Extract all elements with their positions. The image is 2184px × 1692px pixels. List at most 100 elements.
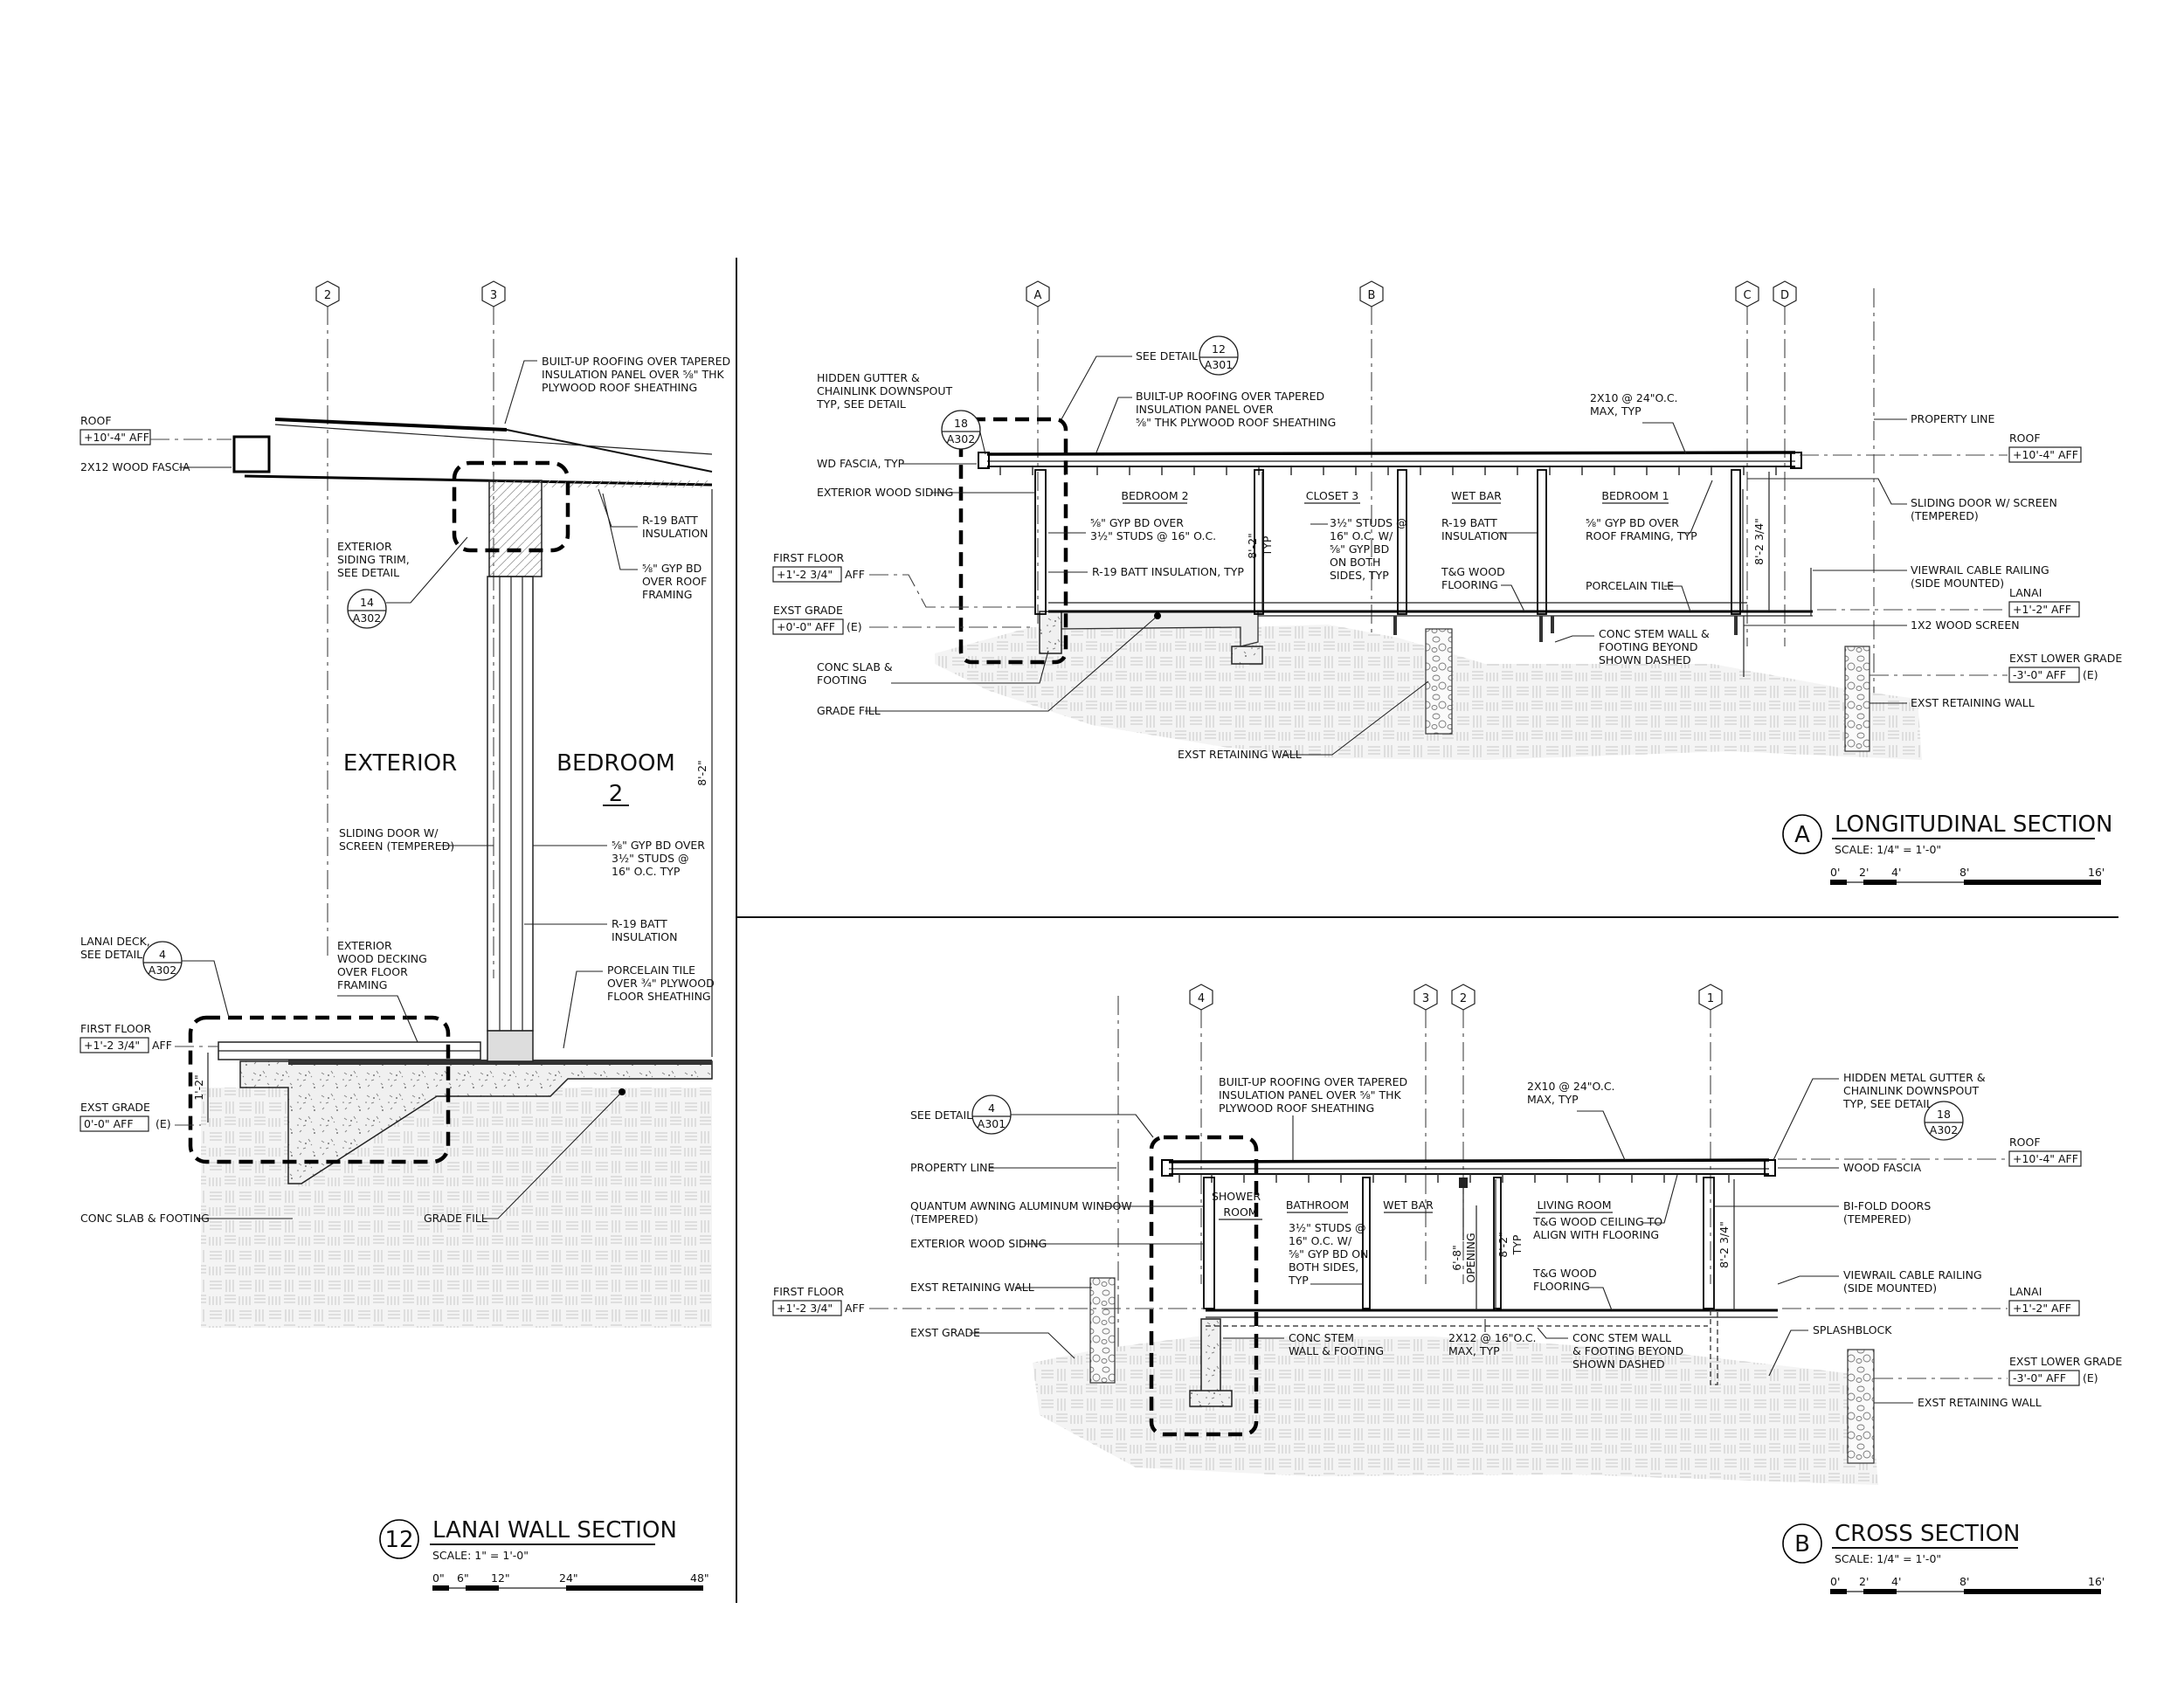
dim-1-2: 1'-2" [192,1074,205,1101]
svg-text:18: 18 [1937,1108,1951,1121]
note-exst-grade: EXST GRADE [910,1326,1075,1359]
svg-text:12: 12 [1212,342,1226,356]
svg-text:18: 18 [954,417,968,430]
svg-text:2': 2' [1859,1575,1869,1588]
level-exst-grade: EXST GRADE 0'-0" AFF (E) [79,1101,201,1132]
grid-bubble-label: 3 [1422,992,1429,1005]
level-name: FIRST FLOOR [80,1022,151,1035]
note-viewrail-cable-railing: VIEWRAIL CABLE RAILING(SIDE MOUNTED) [1777,1268,1982,1295]
room-label: SHOWER [1212,1190,1261,1203]
note-2x12-joists: 2X12 @ 16"O.C.MAX, TYP [1448,1319,1537,1357]
svg-text:FIRST FLOOR: FIRST FLOOR [773,1285,844,1298]
room-label: BEDROOM 2 [1121,489,1188,502]
svg-text:SEE DETAIL: SEE DETAIL [910,1108,972,1122]
title-scale: SCALE: 1" = 1'-0" [432,1549,529,1562]
level-value: +10'-4" AFF [84,431,149,444]
svg-text:LANAI: LANAI [2009,586,2042,599]
svg-text:A302: A302 [149,963,176,977]
svg-text:12: 12 [384,1527,413,1553]
note-grade-fill: GRADE FILL [817,612,1161,717]
svg-text:+10'-4" AFF: +10'-4" AFF [2013,448,2078,461]
note-splashblock: SPLASHBLOCK [1768,1323,1892,1377]
cross-walls [1203,1177,1715,1309]
svg-text:PROPERTY LINE: PROPERTY LINE [910,1161,995,1174]
svg-text:EXST GRADE: EXST GRADE [910,1326,980,1339]
note-r19-batt-typ: R-19 BATT INSULATION, TYP [1048,565,1244,578]
svg-text:SLIDING DOOR W/SCREEN (TEMPERE: SLIDING DOOR W/SCREEN (TEMPERED) [339,826,454,853]
detail-ref-12[interactable] [1199,335,1239,376]
grid-line-c: C [1735,280,1759,646]
retaining-wall [1425,628,1453,735]
retaining-wall-left [1089,1277,1116,1384]
detail-ref-18[interactable] [941,410,981,450]
svg-text:(E): (E) [2083,1371,2098,1385]
level-suffix: AFF [152,1039,172,1052]
note-2x10-joists: 2X10 @ 24"O.C.MAX, TYP [1527,1080,1626,1161]
svg-text:A302: A302 [1930,1123,1958,1136]
svg-text:SLIDING DOOR W/ SCREEN(TEMPERE: SLIDING DOOR W/ SCREEN(TEMPERED) [1911,496,2057,522]
svg-text:8'-2": 8'-2" [1246,533,1259,559]
svg-text:WOOD FASCIA: WOOD FASCIA [1843,1161,1922,1174]
svg-text:AFF: AFF [845,1302,865,1315]
svg-text:EXTERIOR WOOD SIDING: EXTERIOR WOOD SIDING [817,486,953,499]
cross-room-labels: SHOWER ROOM BATHROOM WET BAR LIVING ROOM [1212,1190,1613,1220]
room-label: CLOSET 3 [1306,489,1358,502]
svg-text:BI-FOLD DOORS(TEMPERED): BI-FOLD DOORS(TEMPERED) [1843,1199,1931,1226]
svg-text:16': 16' [2088,1575,2105,1588]
sheet-dividers [736,258,2118,1603]
svg-text:AFF: AFF [845,568,865,581]
grid-bubble-label: D [1780,289,1789,302]
title-scale: SCALE: 1/4" = 1'-0" [1835,843,1941,856]
level-first-floor: FIRST FLOOR +1'-2 3/4" AFF [772,551,1035,608]
svg-text:OPENING: OPENING [1464,1233,1477,1282]
note-property-line: PROPERTY LINE [910,1161,1116,1174]
grid-line-4: 4 [1189,984,1213,1284]
level-value: 0'-0" AFF [84,1117,134,1130]
note-hidden-metal-gutter: HIDDEN METAL GUTTER &CHAINLINK DOWNSPOUT… [1773,1071,1986,1161]
svg-text:WD FASCIA, TYP: WD FASCIA, TYP [817,457,905,470]
note-sliding-door: SLIDING DOOR W/SCREEN (TEMPERED) [339,826,494,853]
svg-text:CONC SLAB & FOOTING: CONC SLAB & FOOTING [80,1212,210,1225]
note-2x10-joists: 2X10 @ 24"O.C.MAX, TYP [1590,391,1687,455]
detail-ref-14[interactable] [347,589,387,629]
svg-text:16': 16' [2088,866,2105,879]
level-exst-lower-grade: EXST LOWER GRADE -3'-0" AFF (E) [1870,652,2122,683]
note-2x12-wood-fascia: 2X12 WOOD FASCIA [80,460,232,473]
cross-roof [1161,1158,1776,1177]
room-label: ROOM [1223,1205,1257,1219]
svg-text:(E): (E) [2083,668,2098,681]
svg-text:EXST RETAINING WALL: EXST RETAINING WALL [910,1281,1034,1294]
level-roof: ROOF +10'-4" AFF [1800,432,2082,463]
note-exterior-wood-siding: EXTERIOR WOOD SIDING [817,486,1035,499]
svg-text:24": 24" [559,1571,578,1585]
svg-text:+10'-4" AFF: +10'-4" AFF [2013,1152,2078,1165]
svg-text:4': 4' [1891,866,1901,879]
note-wd-fascia: WD FASCIA, TYP [817,457,977,470]
lanai-roof [232,418,713,577]
svg-text:12": 12" [491,1571,510,1585]
lanai-wall-section: 2 3 [79,280,730,1591]
detail-ref-18-a302[interactable] [1924,1101,1964,1141]
svg-text:2X12 WOOD FASCIA: 2X12 WOOD FASCIA [80,460,190,473]
svg-text:48": 48" [690,1571,709,1585]
svg-text:+1'-2" AFF: +1'-2" AFF [2013,1302,2071,1315]
ground-fill [1033,1336,1878,1485]
